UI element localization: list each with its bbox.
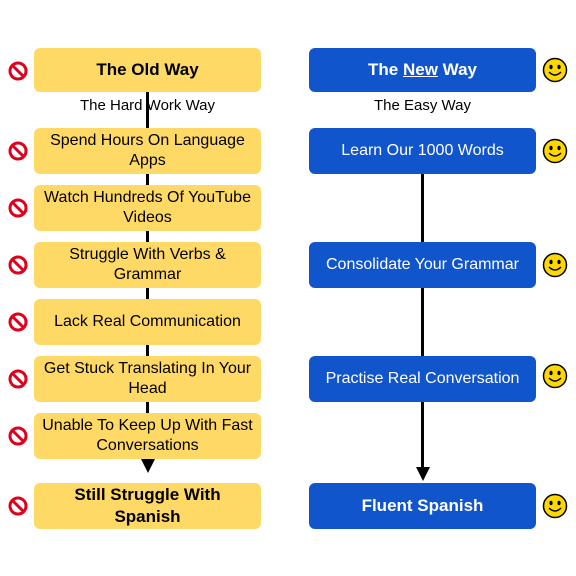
no-entry-icon [8,369,28,389]
old-step: Lack Real Communication [34,299,261,345]
old-way-arrowhead [141,459,155,473]
new-way-arrowhead [416,467,430,481]
old-step: Spend Hours On Language Apps [34,128,261,174]
no-entry-icon [8,426,28,446]
old-step: Get Stuck Translating In Your Head [34,356,261,402]
old-step: Struggle With Verbs & Grammar [34,242,261,288]
new-way-title-emphasis: New [402,60,438,79]
new-way-title-suffix: Way [437,60,477,79]
new-step: Learn Our 1000 Words [309,128,536,174]
new-way-result: Fluent Spanish [309,483,536,529]
old-step: Watch Hundreds Of YouTube Videos [34,185,261,231]
smiley-face-icon [542,493,568,519]
smiley-face-icon [542,252,568,278]
smiley-face-icon [542,138,568,164]
smiley-face-icon [542,363,568,389]
old-way-title: The Old Way [34,48,261,92]
new-way-title: The New Way [309,48,536,92]
old-way-result: Still Struggle With Spanish [34,483,261,529]
no-entry-icon [8,141,28,161]
no-entry-icon [8,61,28,81]
new-way-connector [421,172,424,468]
new-step: Practise Real Conversation [309,356,536,402]
old-step: Unable To Keep Up With Fast Conversation… [34,413,261,459]
no-entry-icon [8,496,28,516]
no-entry-icon [8,255,28,275]
new-step: Consolidate Your Grammar [309,242,536,288]
no-entry-icon [8,198,28,218]
new-way-title-prefix: The [368,60,403,79]
smiley-face-icon [542,57,568,83]
new-way-subtitle: The Easy Way [374,97,471,114]
old-way-subtitle: The Hard Work Way [79,97,216,114]
no-entry-icon [8,312,28,332]
